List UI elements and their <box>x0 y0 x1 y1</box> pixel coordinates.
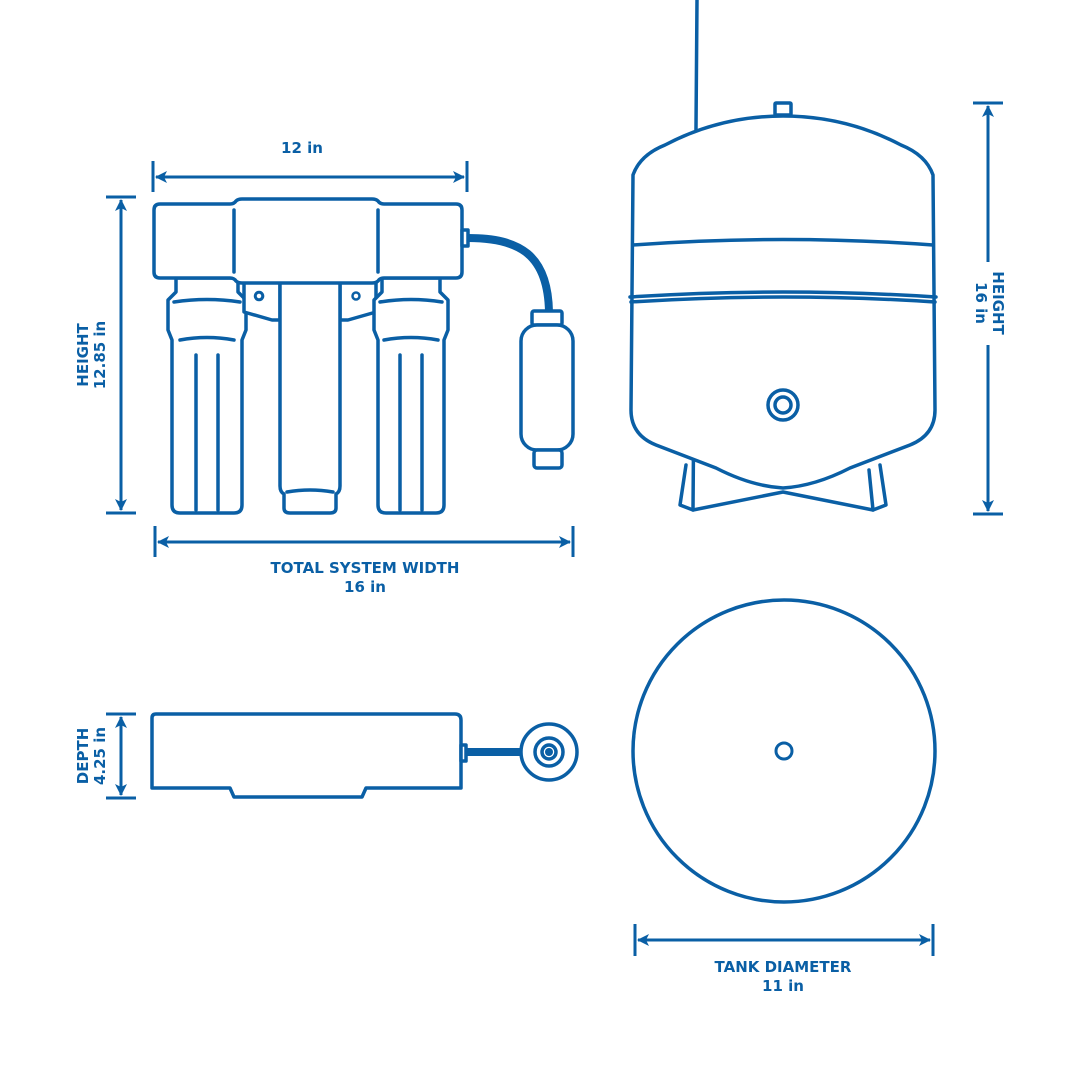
keyhole-icon-left <box>253 290 265 302</box>
filter-housing-right <box>372 276 450 515</box>
system-top-view: DEPTH 4.25 in <box>74 712 579 800</box>
mounting-bracket-left <box>242 280 282 322</box>
tank-diameter-value: 11 in <box>762 977 804 995</box>
filter-cartridge-center <box>278 280 342 515</box>
dimension-tank-height: HEIGHT 16 in <box>972 101 1007 516</box>
depth-value: 4.25 in <box>91 727 109 785</box>
system-height-label: HEIGHT <box>74 322 92 386</box>
manifold-head <box>152 197 470 285</box>
tank-band-lower <box>628 290 938 299</box>
tank-valve-stem <box>773 101 793 117</box>
depth-label: DEPTH <box>74 728 92 784</box>
tank-side-view: HEIGHT 16 in <box>628 0 1007 516</box>
dimension-depth: DEPTH 4.25 in <box>74 712 136 800</box>
tank-band-upper <box>631 237 935 247</box>
tank-outline-circle <box>631 598 937 904</box>
system-front-view: 12 in HEIGHT 12.85 in <box>74 139 575 596</box>
manifold-width-value: 12 in <box>281 139 323 157</box>
total-width-value: 16 in <box>344 578 386 596</box>
inline-filter <box>519 309 575 470</box>
dimension-tank-diameter: TANK DIAMETER 11 in <box>633 924 935 995</box>
filter-housing-left <box>166 276 248 515</box>
inline-filter-end <box>519 722 579 782</box>
tank-height-label: HEIGHT <box>989 271 1007 335</box>
tank-diameter-label: TANK DIAMETER <box>715 958 852 976</box>
system-height-value: 12.85 in <box>91 321 109 390</box>
dimension-total-width: TOTAL SYSTEM WIDTH 16 in <box>153 526 575 596</box>
tubing <box>467 234 553 313</box>
tank-port <box>766 388 800 422</box>
tank-center-port <box>774 741 794 761</box>
tank-height-value: 16 in <box>972 282 990 324</box>
total-width-label: TOTAL SYSTEM WIDTH <box>271 559 460 577</box>
dimension-manifold-width: 12 in <box>151 139 469 192</box>
mounting-bracket-right <box>338 280 378 322</box>
tank-body <box>629 114 937 490</box>
dimension-system-height: HEIGHT 12.85 in <box>74 195 136 515</box>
manifold-top <box>150 712 463 799</box>
tank-top-view: TANK DIAMETER 11 in <box>631 598 937 995</box>
keyhole-icon-right <box>351 291 361 301</box>
